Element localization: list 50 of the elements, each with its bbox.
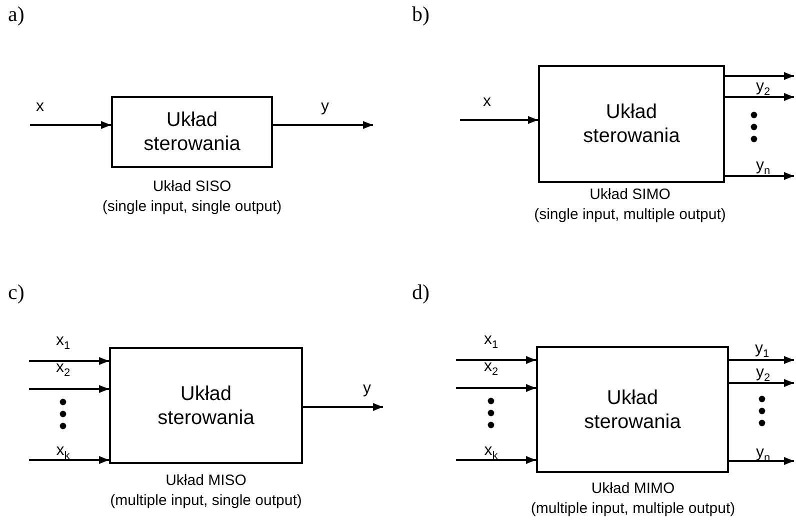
- arrow: [725, 172, 794, 180]
- arrow: [456, 456, 536, 464]
- block-caption: (single input, multiple output): [534, 206, 726, 224]
- block-caption: Układ SIMO: [590, 186, 670, 204]
- panel-letter: c): [8, 280, 24, 305]
- panel-letter: d): [412, 280, 430, 305]
- block-caption: Układ SISO: [152, 178, 232, 196]
- block-label: Układ sterowania: [582, 100, 681, 148]
- block-caption: Układ MISO: [166, 472, 246, 490]
- signal-label: y$_{n}$: [756, 157, 770, 180]
- block-caption: (single input, single output): [102, 198, 282, 216]
- signal-label: y: [321, 98, 329, 116]
- system-block: [109, 347, 303, 464]
- signal-label: x$_{2}$: [484, 358, 498, 380]
- arrow: [729, 457, 794, 465]
- signal-label: x: [483, 93, 491, 111]
- arrow: [729, 379, 794, 387]
- arrow: [460, 116, 538, 124]
- signal-label: y$_{1}$: [754, 340, 770, 362]
- block-label: Układ sterowania: [142, 108, 242, 156]
- signal-label: x: [36, 98, 44, 116]
- system-block: [536, 346, 729, 473]
- signal-label: x$_{2}$: [56, 359, 70, 382]
- arrow: [729, 356, 794, 364]
- arrow: [456, 356, 536, 364]
- block-label: Układ sterowania: [156, 382, 256, 430]
- block-caption: (multiple input, single output): [110, 492, 302, 510]
- signal-label: x$_{1}$: [56, 332, 70, 354]
- block-caption: Układ MIMO: [591, 480, 675, 498]
- signal-label: y$_{2}$: [756, 364, 770, 386]
- panel-letter: b): [412, 2, 430, 27]
- block-caption: (multiple input, multiple output): [530, 500, 736, 518]
- system-block: [111, 96, 273, 168]
- arrow: [725, 72, 794, 80]
- signal-label: x$_{k}$: [56, 442, 70, 464]
- block-label: Układ sterowania: [583, 386, 682, 434]
- panel-letter: a): [8, 2, 24, 27]
- signal-label: x$_{k}$: [484, 442, 498, 464]
- arrow: [303, 403, 383, 411]
- arrow: [273, 121, 373, 129]
- signal-label: y$_{2}$: [756, 78, 770, 100]
- arrow: [29, 385, 109, 393]
- arrow: [725, 93, 794, 101]
- arrow: [29, 456, 109, 464]
- arrow: [30, 121, 111, 129]
- system-block: [538, 65, 725, 183]
- signal-label: x$_{1}$: [484, 331, 498, 354]
- arrow: [29, 357, 109, 365]
- arrow: [456, 384, 536, 392]
- signal-label: y: [363, 380, 371, 398]
